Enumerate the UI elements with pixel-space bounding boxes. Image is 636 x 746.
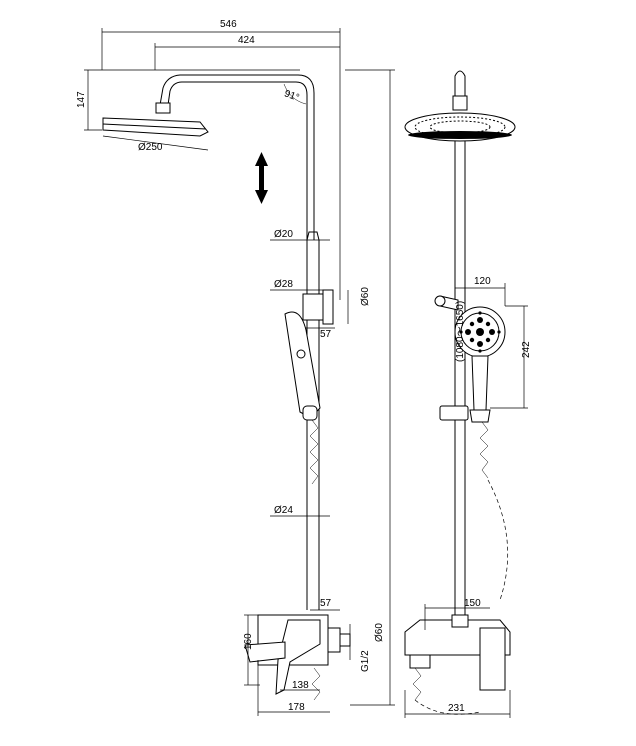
front-view <box>404 70 516 715</box>
label-body-width: 231 <box>448 703 465 714</box>
label-body-depth: 178 <box>288 702 305 713</box>
label-spout-reach: 138 <box>292 680 309 691</box>
label-mixer-offset: 57 <box>320 598 332 609</box>
label-height-range: (1080～1650) <box>455 301 466 362</box>
dimension-lines <box>84 28 528 718</box>
label-arm-angle: 91° <box>283 88 301 104</box>
label-inlet-center: 150 <box>464 598 481 609</box>
label-mixer-height: 160 <box>243 633 254 650</box>
label-head-drop: 147 <box>76 91 87 108</box>
dimension-labels: 546 424 147 Ø250 91° Ø20 Ø28 Ø60 57 Ø24 … <box>76 19 532 714</box>
label-inlet-thread: G1/2 <box>360 650 371 672</box>
label-head-diameter: Ø250 <box>138 142 163 153</box>
hose <box>309 419 319 485</box>
label-holder-flange: Ø60 <box>360 287 371 306</box>
label-holder-offset: 57 <box>320 329 332 340</box>
head-connector <box>155 102 171 114</box>
spray-nozzles <box>459 311 501 353</box>
label-mixer-flange: Ø60 <box>374 623 385 642</box>
label-handshower-width: 120 <box>474 276 491 287</box>
label-handshower-length: 242 <box>521 341 532 358</box>
side-view <box>102 74 351 701</box>
label-holder-tube: Ø28 <box>274 279 293 290</box>
overhead-arm-inner <box>167 81 308 240</box>
height-adjust-arrow-icon <box>255 152 268 204</box>
label-upper-tube: Ø20 <box>274 229 293 240</box>
label-lower-tube: Ø24 <box>274 505 293 516</box>
slide-holder <box>302 293 324 321</box>
label-arm-length: 424 <box>238 35 255 46</box>
label-overall-width: 546 <box>220 19 237 30</box>
overhead-arm <box>159 74 315 240</box>
